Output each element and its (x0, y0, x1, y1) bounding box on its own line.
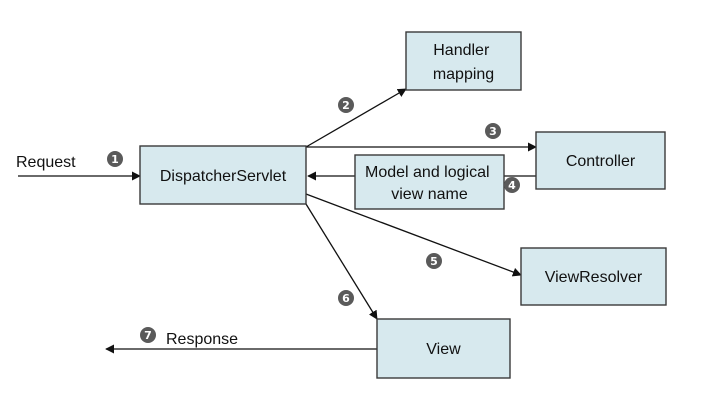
model-view-box (354, 154, 505, 210)
controller-box (535, 131, 666, 190)
handler-mapping-line-1: Handler (433, 42, 490, 59)
handler-mapping-label: Handler mapping (433, 42, 494, 83)
step-badge-1-number: 1 (111, 153, 119, 166)
step-badge-3-number: 3 (489, 125, 497, 138)
view-resolver-label: ViewResolver (545, 269, 643, 286)
view-box (376, 318, 511, 379)
step-badge-4-circle (504, 177, 520, 193)
step-badge-3-circle (485, 123, 501, 139)
dispatcher-servlet-node: DispatcherServlet (139, 145, 307, 205)
handler-mapping-box (405, 31, 522, 91)
step-badge-6-number: 6 (342, 292, 350, 305)
step-badge-7-number: 7 (144, 329, 152, 342)
request-label: Request (16, 154, 76, 171)
view-label: View (426, 341, 461, 358)
view-node: View (376, 318, 511, 379)
controller-label: Controller (566, 153, 636, 170)
step-badge-2-circle (338, 97, 354, 113)
view-resolver-box (520, 247, 667, 306)
step-badge-4: 4 (504, 177, 520, 193)
step-badge-2: 2 (338, 97, 354, 113)
step-badge-2-number: 2 (342, 99, 350, 112)
step-badge-1: 1 (107, 151, 123, 167)
dispatcher-servlet-label: DispatcherServlet (160, 168, 287, 185)
controller-node: Controller (535, 131, 666, 190)
step-badge-1-circle (107, 151, 123, 167)
arrow-to-view (305, 203, 378, 320)
arrow-to-handler-mapping (305, 88, 407, 148)
step-badge-6-circle (338, 290, 354, 306)
model-view-label: Model and logical view name (365, 164, 494, 203)
response-label: Response (166, 331, 238, 348)
step-badge-5: 5 (426, 253, 442, 269)
view-resolver-node: ViewResolver (520, 247, 667, 306)
model-view-node: Model and logical view name (354, 154, 505, 210)
handler-mapping-line-2: mapping (433, 66, 494, 83)
step-badge-4-number: 4 (508, 179, 516, 192)
handler-mapping-node: Handler mapping (405, 31, 522, 91)
step-badge-7: 7 (140, 327, 156, 343)
step-badge-5-number: 5 (430, 255, 438, 268)
step-badge-7-circle (140, 327, 156, 343)
step-badge-3: 3 (485, 123, 501, 139)
step-badge-6: 6 (338, 290, 354, 306)
connectors (18, 88, 537, 354)
dispatcher-servlet-box (139, 145, 307, 205)
model-view-line-1: Model and logical (365, 164, 490, 181)
arrow-to-view-resolver (305, 193, 522, 277)
model-view-line-2: view name (391, 186, 468, 203)
step-badge-5-circle (426, 253, 442, 269)
